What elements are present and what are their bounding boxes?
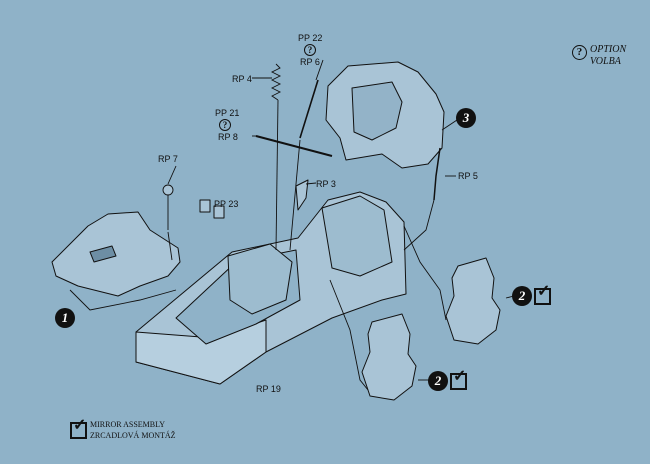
rp3-part — [295, 179, 309, 211]
glareshield-vent — [89, 245, 117, 263]
part-label-rp8: RP 8 — [218, 132, 238, 142]
question-circle-icon: ? — [572, 45, 587, 60]
mirror-assembly-label: MIRROR ASSEMBLY — [90, 420, 165, 429]
question-circle-icon: ? — [219, 119, 231, 131]
tub-headrest — [321, 195, 393, 277]
option-label: OPTION — [590, 44, 627, 55]
step-marker-1: 1 — [55, 308, 75, 328]
step-marker-2-upper: 2 — [512, 286, 532, 306]
part-label-rp5: RP 5 — [458, 171, 478, 181]
checkbox-checked-icon: ✓ — [450, 369, 467, 390]
checkbox-checked-icon: ✓ — [534, 284, 551, 305]
volba-label: VOLBA — [590, 56, 621, 67]
part-label-rp19: RP 19 — [256, 384, 281, 394]
part-label-pp23: PP 23 — [214, 199, 239, 209]
rudder-pedal-part — [199, 199, 211, 213]
part-label-rp7: RP 7 — [158, 154, 178, 164]
checkbox-checked-icon: ✓ — [70, 418, 87, 439]
question-circle-icon: ? — [304, 44, 316, 56]
step-marker-3: 3 — [456, 108, 476, 128]
part-label-pp22: PP 22 — [298, 33, 323, 43]
bulkhead-detail — [351, 81, 403, 141]
part-label-rp4: RP 4 — [232, 74, 252, 84]
zrcadlova-montaz-label: ZRCADLOVÁ MONTÁŽ — [90, 431, 176, 440]
pp23-part — [213, 205, 225, 219]
ejection-seat-upper — [445, 257, 501, 345]
part-label-rp3: RP 3 — [316, 179, 336, 189]
part-label-pp21: PP 21 — [215, 108, 240, 118]
ejection-seat-lower — [361, 313, 417, 401]
part-label-rp6: RP 6 — [300, 57, 320, 67]
glareshield-part — [51, 211, 181, 297]
tub-console — [227, 243, 293, 315]
step-marker-2-lower: 2 — [428, 371, 448, 391]
spring-part — [270, 63, 282, 101]
